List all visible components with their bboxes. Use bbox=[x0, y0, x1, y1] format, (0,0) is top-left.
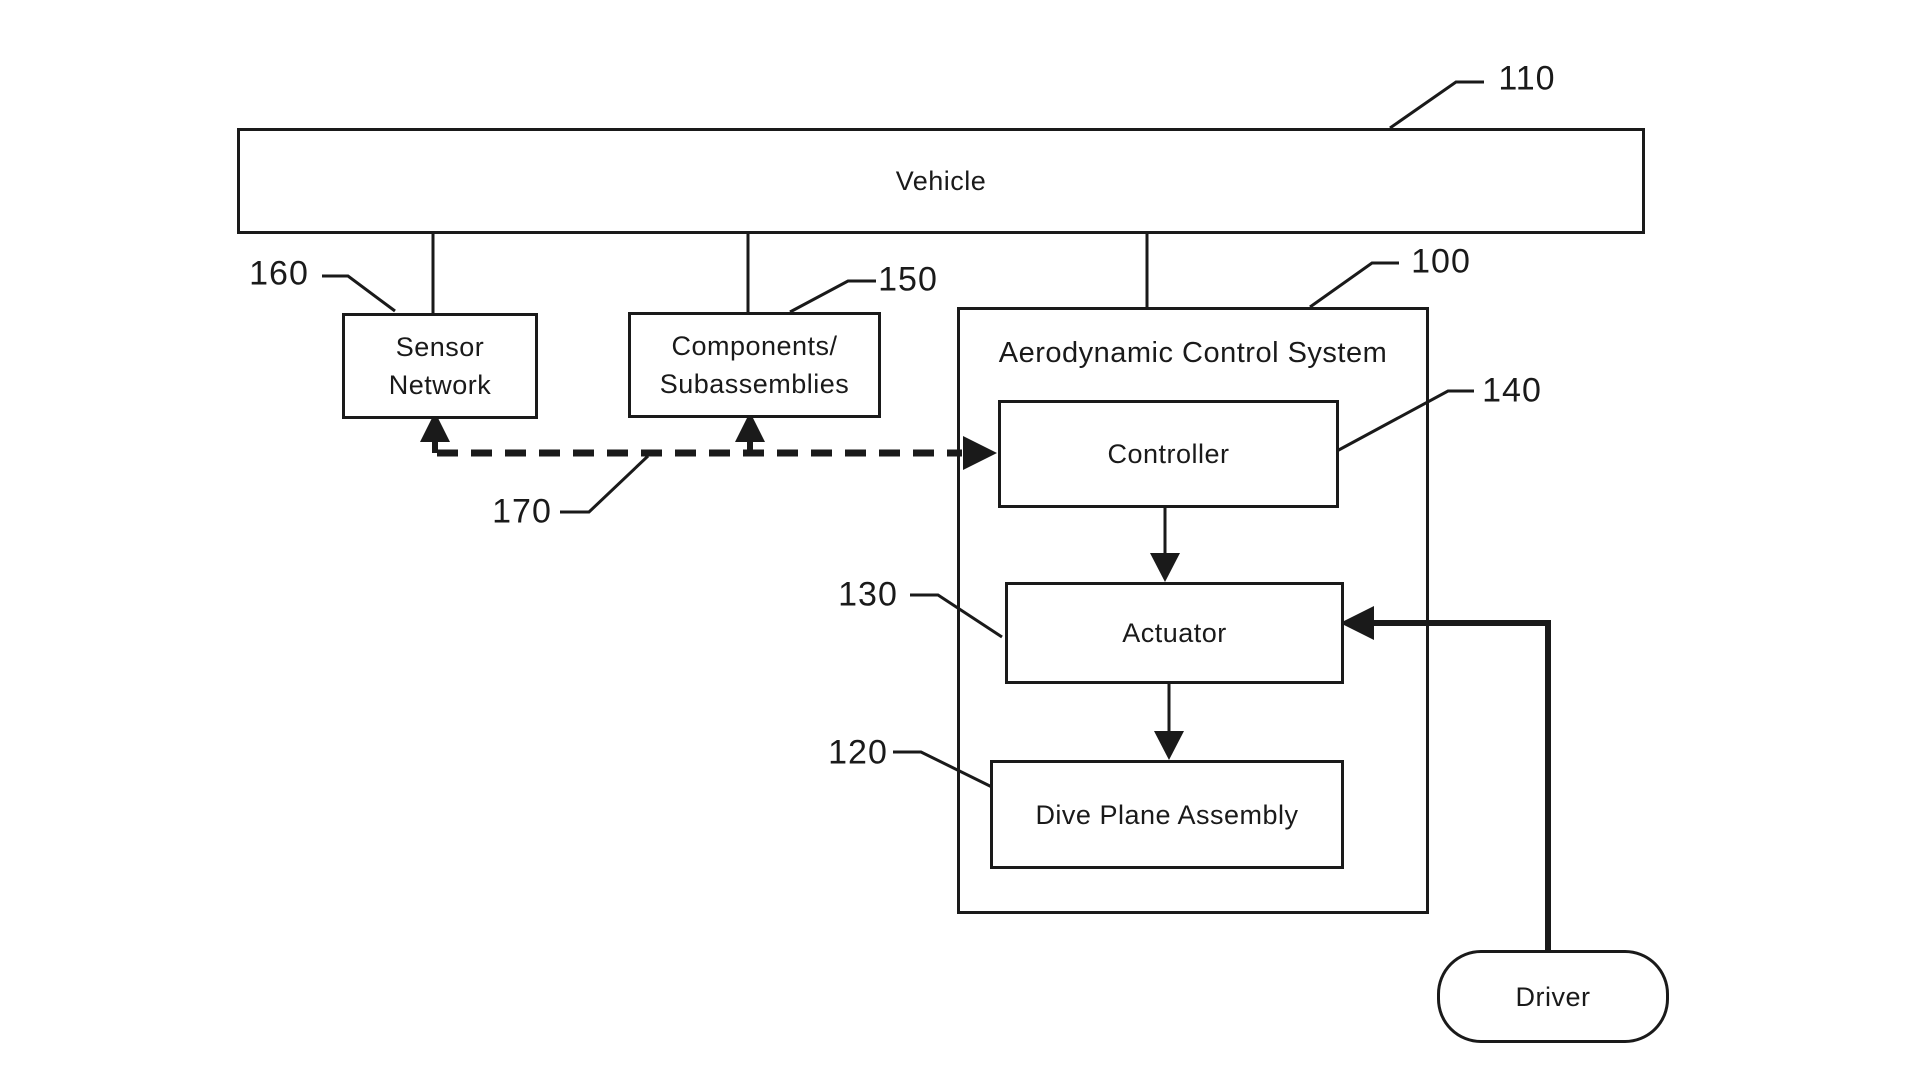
leader-ref-130 bbox=[910, 593, 1003, 639]
arrowhead-driver-to-actuator bbox=[1340, 606, 1374, 640]
leader-ref-120 bbox=[893, 750, 999, 792]
sensor-network-label-line1: Sensor bbox=[395, 332, 485, 362]
controller-label: Controller bbox=[1107, 439, 1230, 469]
actuator-box: Actuator bbox=[1005, 582, 1344, 684]
dive-plane-assembly-box: Dive Plane Assembly bbox=[990, 760, 1344, 869]
components-subassemblies-box: Components/ Subassemblies bbox=[628, 312, 881, 418]
arrowhead-bus-to-controller bbox=[963, 436, 997, 470]
ref-130: 130 bbox=[838, 575, 898, 614]
ref-160: 160 bbox=[249, 254, 309, 293]
components-label-line2: Subassemblies bbox=[659, 369, 850, 399]
components-label-line1: Components/ bbox=[671, 331, 838, 361]
ref-100: 100 bbox=[1411, 242, 1471, 281]
arrowhead-bus-to-sensor-network bbox=[420, 412, 450, 442]
line-driver-to-actuator bbox=[1372, 620, 1551, 950]
leader-ref-170 bbox=[560, 454, 650, 514]
aerodynamic-control-system-box: Aerodynamic Control System bbox=[957, 307, 1429, 914]
aerodynamic-control-system-label: Aerodynamic Control System bbox=[998, 337, 1388, 369]
leader-ref-140 bbox=[1334, 389, 1474, 454]
arrowhead-controller-to-actuator bbox=[1150, 553, 1180, 582]
ref-140: 140 bbox=[1482, 371, 1542, 410]
vehicle-box: Vehicle bbox=[237, 128, 1645, 234]
driver-box: Driver bbox=[1437, 950, 1669, 1043]
ref-120: 120 bbox=[828, 733, 888, 772]
ref-110: 110 bbox=[1498, 59, 1556, 98]
ref-170: 170 bbox=[492, 492, 552, 531]
leader-ref-150 bbox=[789, 279, 876, 314]
vehicle-label: Vehicle bbox=[895, 166, 987, 196]
sensor-network-label-line2: Network bbox=[388, 370, 492, 400]
actuator-label: Actuator bbox=[1122, 618, 1227, 648]
leader-ref-100 bbox=[1309, 261, 1399, 309]
ref-150: 150 bbox=[878, 260, 938, 299]
driver-label: Driver bbox=[1515, 981, 1591, 1012]
leader-ref-160 bbox=[322, 274, 396, 313]
controller-box: Controller bbox=[998, 400, 1339, 508]
sensor-network-box: Sensor Network bbox=[342, 313, 538, 419]
arrowhead-actuator-to-dive-plane bbox=[1154, 731, 1184, 760]
leader-ref-110 bbox=[1389, 80, 1484, 130]
arrowhead-bus-to-components bbox=[735, 412, 765, 442]
dive-plane-assembly-label: Dive Plane Assembly bbox=[1035, 799, 1299, 830]
